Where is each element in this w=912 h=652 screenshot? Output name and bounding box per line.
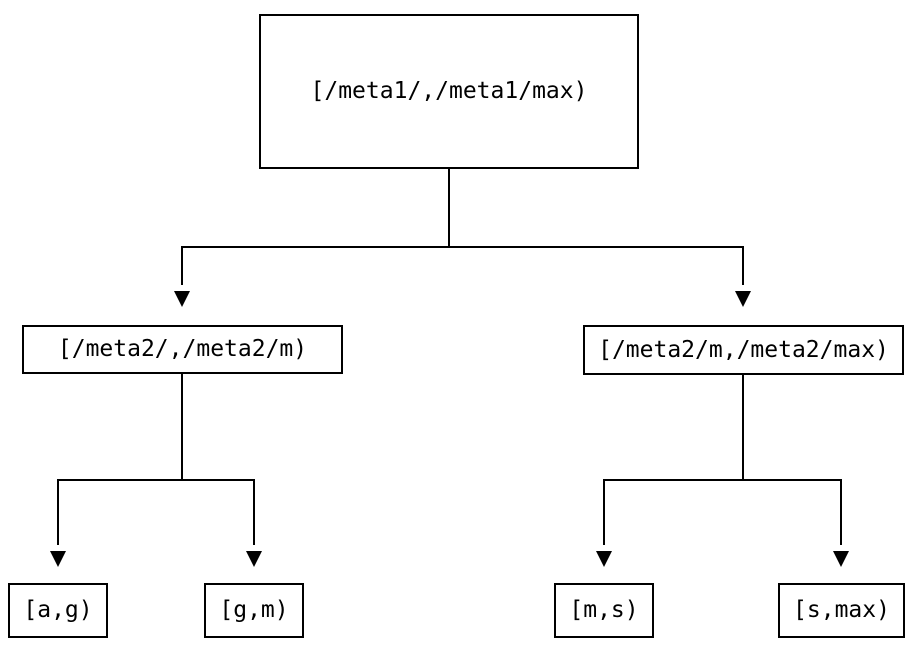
edge-root-right <box>448 169 744 285</box>
edge-right-ms-arrowhead-down-icon <box>596 551 612 567</box>
tree-node-leaf-ms-label: [m,s) <box>569 597 639 623</box>
tree-node-leaf-smax-label: [s,max) <box>793 597 890 623</box>
tree-node-root-label: [/meta1/,/meta1/max) <box>310 78 588 104</box>
edge-left-ag-arrowhead-down-icon <box>50 551 66 567</box>
tree-node-leaf-ag: [a,g) <box>8 583 108 638</box>
edge-root-right-arrowhead-down-icon <box>735 291 751 307</box>
tree-node-left: [/meta2/,/meta2/m) <box>22 325 343 374</box>
tree-node-leaf-smax: [s,max) <box>778 583 905 638</box>
tree-node-leaf-ms: [m,s) <box>554 583 654 638</box>
edge-right-ms <box>603 375 744 545</box>
tree-node-left-label: [/meta2/,/meta2/m) <box>57 336 308 362</box>
tree-node-leaf-gm-label: [g,m) <box>219 597 289 623</box>
tree-node-right-label: [/meta2/m,/meta2/max) <box>598 336 889 363</box>
tree-node-root: [/meta1/,/meta1/max) <box>259 14 639 169</box>
edge-right-smax <box>742 375 842 545</box>
edge-left-gm <box>181 374 255 545</box>
edge-root-left-arrowhead-down-icon <box>174 291 190 307</box>
edge-left-gm-arrowhead-down-icon <box>246 551 262 567</box>
tree-node-leaf-gm: [g,m) <box>204 583 304 638</box>
tree-node-right: [/meta2/m,/meta2/max) <box>583 325 904 375</box>
edge-right-smax-arrowhead-down-icon <box>833 551 849 567</box>
edge-left-ag <box>57 374 183 545</box>
edge-root-left <box>181 169 450 285</box>
tree-node-leaf-ag-label: [a,g) <box>23 597 93 623</box>
